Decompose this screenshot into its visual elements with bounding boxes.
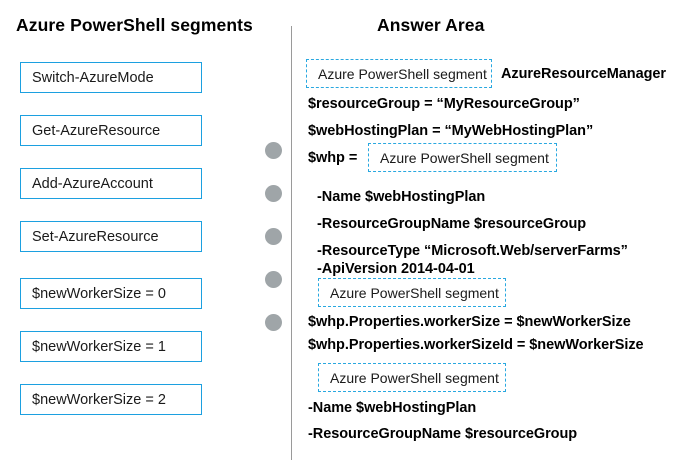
segment-item-label: $newWorkerSize = 1 bbox=[32, 338, 166, 355]
segment-item-switch-azuremode[interactable]: Switch-AzureMode bbox=[20, 62, 202, 93]
answer-drop-slot-4[interactable]: Azure PowerShell segment bbox=[318, 363, 506, 392]
segment-item-label: $newWorkerSize = 0 bbox=[32, 285, 166, 302]
answer-line-resourcetype-param: -ResourceType “Microsoft.Web/serverFarms… bbox=[317, 243, 628, 259]
drag-handle-dot-4[interactable] bbox=[265, 271, 282, 288]
segment-item-get-azureresource[interactable]: Get-AzureResource bbox=[20, 115, 202, 146]
answer-drop-slot-2[interactable]: Azure PowerShell segment bbox=[368, 143, 557, 172]
drag-handle-dot-3[interactable] bbox=[265, 228, 282, 245]
drag-handle-dot-2[interactable] bbox=[265, 185, 282, 202]
answer-line-azureresourcemanager: AzureResourceManager bbox=[501, 66, 666, 82]
answer-line-apiversion-param: -ApiVersion 2014-04-01 bbox=[317, 261, 475, 277]
segment-item-label: Get-AzureResource bbox=[32, 122, 161, 139]
segment-item-add-azureaccount[interactable]: Add-AzureAccount bbox=[20, 168, 202, 199]
drop-slot-label: Azure PowerShell segment bbox=[330, 284, 499, 301]
segment-item-label: Switch-AzureMode bbox=[32, 69, 154, 86]
left-panel-heading: Azure PowerShell segments bbox=[16, 15, 253, 35]
drag-handle-dot-5[interactable] bbox=[265, 314, 282, 331]
answer-line-name-param-2: -Name $webHostingPlan bbox=[308, 400, 477, 416]
segment-item-newworkersize-2[interactable]: $newWorkerSize = 2 bbox=[20, 384, 202, 415]
answer-area-heading: Answer Area bbox=[377, 15, 485, 35]
answer-drop-slot-3[interactable]: Azure PowerShell segment bbox=[318, 278, 506, 307]
drop-slot-label: Azure PowerShell segment bbox=[330, 369, 499, 386]
answer-line-webhostingplan: $webHostingPlan = “MyWebHostingPlan” bbox=[308, 123, 594, 139]
segment-item-label: Set-AzureResource bbox=[32, 228, 159, 245]
drop-slot-label: Azure PowerShell segment bbox=[318, 65, 487, 82]
segment-item-newworkersize-1[interactable]: $newWorkerSize = 1 bbox=[20, 331, 202, 362]
segment-item-set-azureresource[interactable]: Set-AzureResource bbox=[20, 221, 202, 252]
answer-line-whp-assign: $whp = bbox=[308, 150, 358, 166]
segment-source-list: Switch-AzureMode Get-AzureResource Add-A… bbox=[20, 62, 202, 415]
answer-line-workersizeid: $whp.Properties.workerSizeId = $newWorke… bbox=[308, 337, 644, 353]
answer-drop-slot-1[interactable]: Azure PowerShell segment bbox=[306, 59, 492, 88]
answer-line-resourcegroup: $resourceGroup = “MyResourceGroup” bbox=[308, 96, 580, 112]
answer-line-workersize: $whp.Properties.workerSize = $newWorkerS… bbox=[308, 314, 631, 330]
drag-handle-dot-1[interactable] bbox=[265, 142, 282, 159]
answer-line-name-param-1: -Name $webHostingPlan bbox=[317, 189, 486, 205]
segment-item-label: $newWorkerSize = 2 bbox=[32, 391, 166, 408]
segment-item-label: Add-AzureAccount bbox=[32, 175, 153, 192]
panel-divider bbox=[291, 26, 292, 460]
answer-line-resourcegroupname-param-2: -ResourceGroupName $resourceGroup bbox=[308, 426, 578, 442]
answer-line-resourcegroupname-param-1: -ResourceGroupName $resourceGroup bbox=[317, 216, 587, 232]
segment-item-newworkersize-0[interactable]: $newWorkerSize = 0 bbox=[20, 278, 202, 309]
drop-slot-label: Azure PowerShell segment bbox=[380, 149, 549, 166]
